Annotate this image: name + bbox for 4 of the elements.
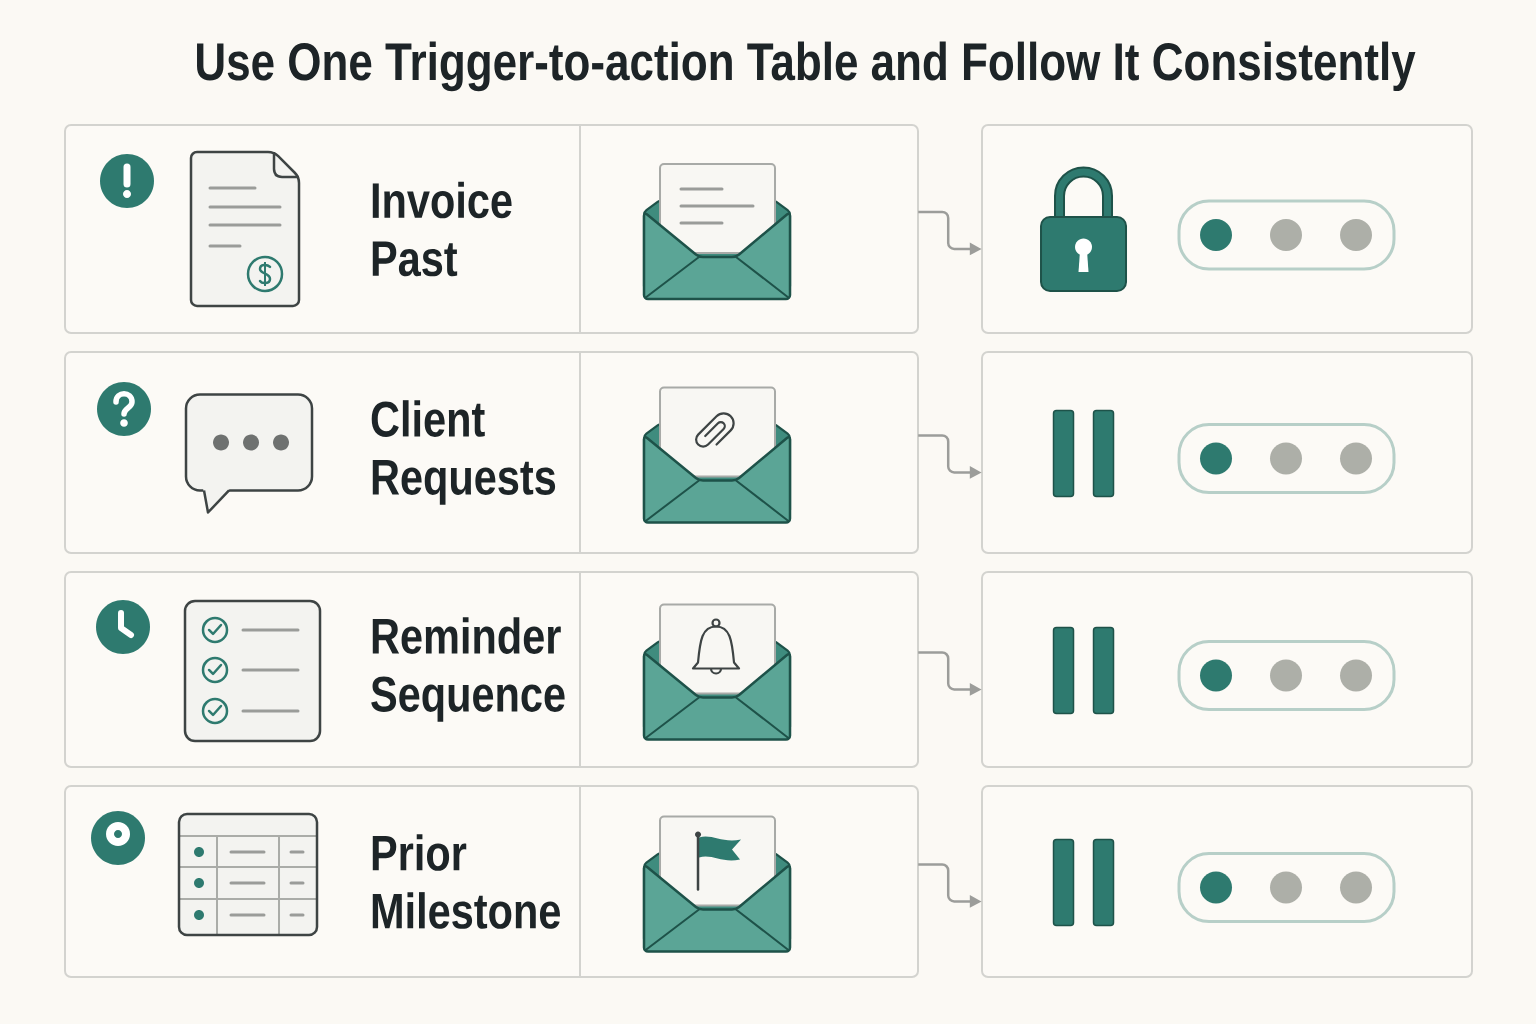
panel-box	[981, 785, 1473, 978]
title: Use One Trigger-to-action Table and Follow It Consistently	[197, 41, 1416, 92]
panel-box	[981, 571, 1473, 768]
panel-box	[981, 351, 1473, 554]
